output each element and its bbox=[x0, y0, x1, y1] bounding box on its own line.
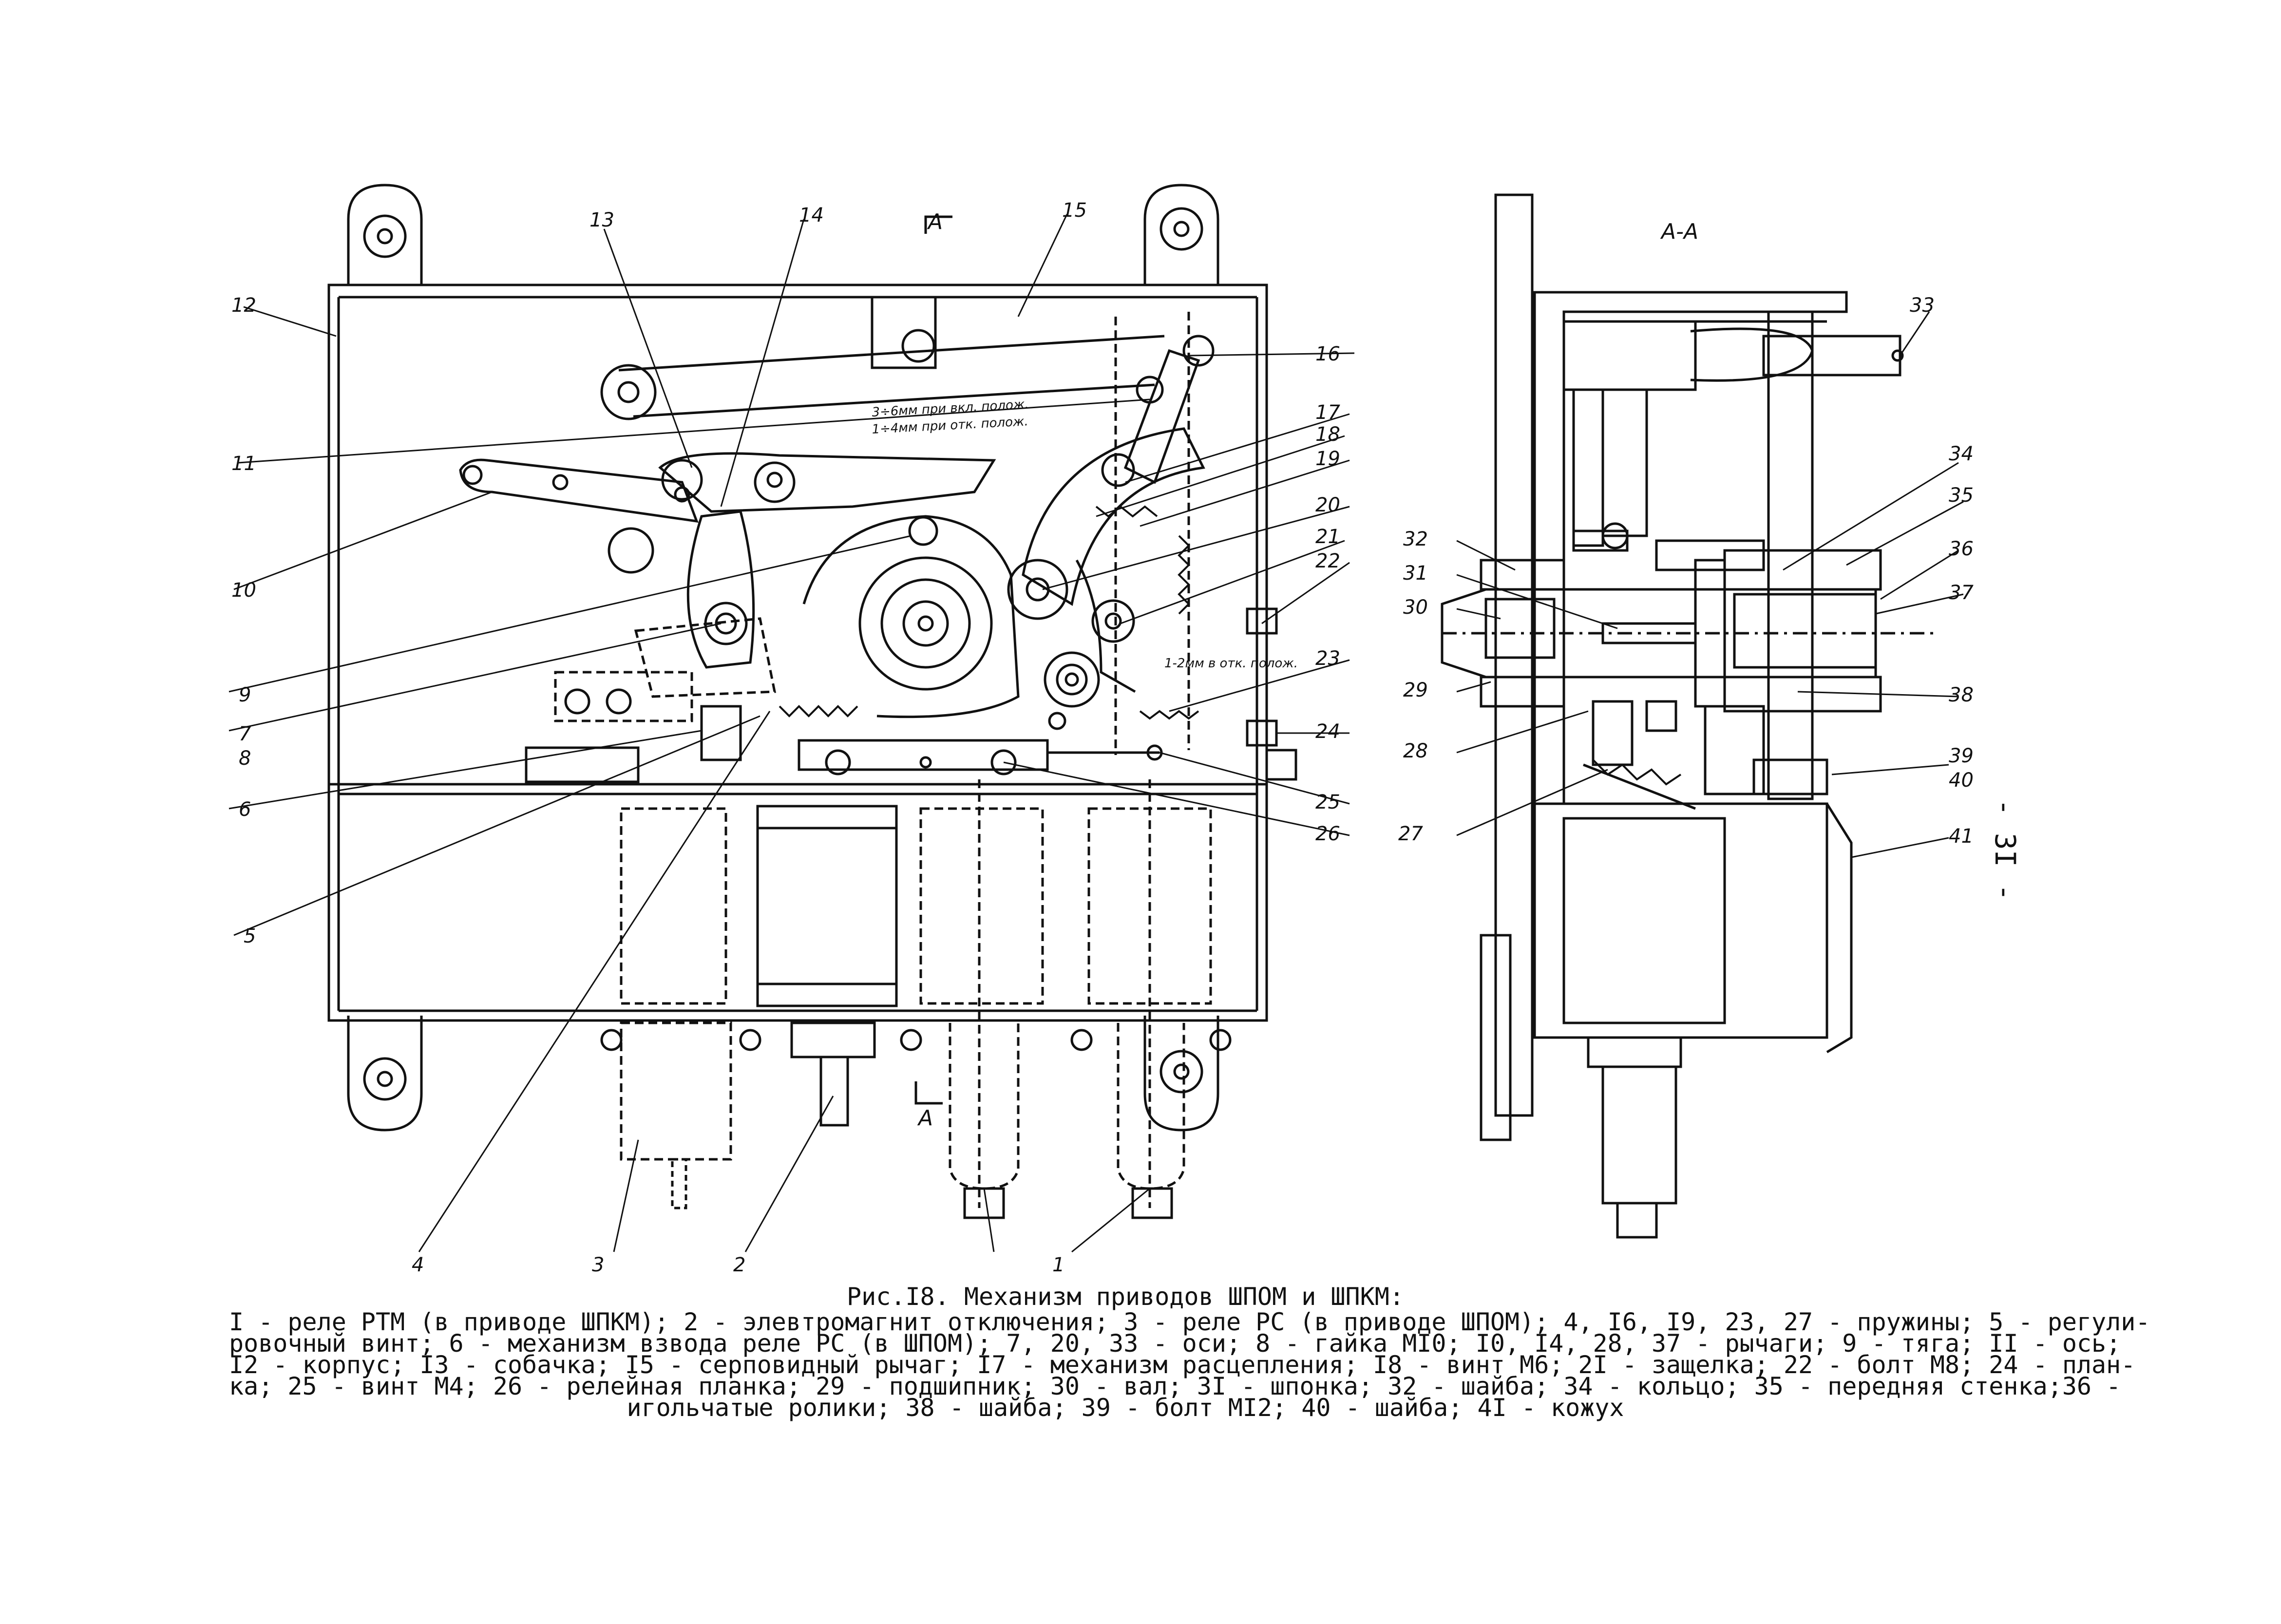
callout-7: 7 bbox=[239, 723, 251, 745]
callout-27: 27 bbox=[1398, 823, 1423, 845]
front-view bbox=[329, 185, 1296, 1218]
callout-14: 14 bbox=[799, 204, 824, 227]
callout-9: 9 bbox=[239, 684, 251, 706]
callout-2: 2 bbox=[733, 1254, 745, 1276]
callout-11: 11 bbox=[231, 453, 256, 475]
callout-34: 34 bbox=[1949, 443, 1974, 465]
callout-36: 36 bbox=[1949, 538, 1974, 560]
callout-17: 17 bbox=[1315, 401, 1340, 424]
caption-line: ровочный винт; 6 - механизм взвода реле … bbox=[229, 1329, 2121, 1358]
cut-marker-top: А bbox=[927, 209, 943, 234]
callout-29: 29 bbox=[1403, 679, 1428, 701]
callout-3: 3 bbox=[592, 1254, 604, 1276]
section-view bbox=[1442, 195, 1934, 1237]
callout-25: 25 bbox=[1315, 791, 1340, 813]
callout-28: 28 bbox=[1403, 740, 1428, 762]
callout-12: 12 bbox=[231, 294, 256, 317]
callout-21: 21 bbox=[1315, 526, 1340, 548]
callout-16: 16 bbox=[1315, 343, 1340, 365]
gap-note-small: 1-2мм в отк. полож. bbox=[1164, 656, 1298, 671]
section-label: А-А bbox=[1660, 219, 1698, 244]
callout-38: 38 bbox=[1949, 684, 1974, 706]
callout-41: 41 bbox=[1949, 825, 1974, 848]
callout-18: 18 bbox=[1315, 423, 1340, 446]
callout-20: 20 bbox=[1315, 494, 1340, 516]
callout-24: 24 bbox=[1315, 720, 1340, 743]
caption-line: I - реле РТМ (в приводе ШПКМ); 2 - элевт… bbox=[229, 1308, 2150, 1336]
caption-title: Рис.I8. Механизм приводов ШПОМ и ШПКМ: bbox=[847, 1283, 1404, 1311]
callout-13: 13 bbox=[589, 209, 614, 231]
caption-line: I2 - корпус; I3 - собачка; I5 - серповид… bbox=[229, 1351, 2136, 1379]
figure-caption: Рис.I8. Механизм приводов ШПОМ и ШПКМ: I… bbox=[229, 1283, 2150, 1422]
callout-23: 23 bbox=[1315, 647, 1340, 670]
callout-8: 8 bbox=[239, 747, 251, 770]
callout-15: 15 bbox=[1062, 199, 1087, 222]
page-number: - 3I - bbox=[1989, 799, 2022, 901]
callout-6: 6 bbox=[239, 798, 251, 821]
callout-35: 35 bbox=[1949, 484, 1974, 507]
callout-32: 32 bbox=[1403, 528, 1428, 550]
callout-37: 37 bbox=[1949, 582, 1974, 604]
callout-26: 26 bbox=[1315, 823, 1340, 845]
callout-labels: 1 2 3 4 5 6 7 8 9 10 11 12 13 14 15 16 1… bbox=[231, 199, 1974, 1276]
callout-40: 40 bbox=[1949, 769, 1974, 792]
callout-30: 30 bbox=[1403, 596, 1428, 619]
caption-last-line: игольчатые ролики; 38 - шайба; 39 - болт… bbox=[627, 1394, 1624, 1422]
callout-39: 39 bbox=[1949, 745, 1974, 767]
callout-1: 1 bbox=[1052, 1254, 1064, 1276]
callout-10: 10 bbox=[231, 579, 256, 602]
callout-4: 4 bbox=[412, 1254, 424, 1276]
callout-19: 19 bbox=[1315, 448, 1340, 470]
callout-5: 5 bbox=[244, 925, 256, 947]
callout-31: 31 bbox=[1403, 562, 1428, 585]
callout-22: 22 bbox=[1315, 550, 1340, 572]
caption-line: ка; 25 - винт М4; 26 - релейная планка; … bbox=[229, 1372, 2121, 1400]
leader-lines bbox=[229, 214, 1963, 1252]
callout-33: 33 bbox=[1910, 294, 1935, 317]
cut-marker-bottom: А bbox=[917, 1106, 933, 1131]
